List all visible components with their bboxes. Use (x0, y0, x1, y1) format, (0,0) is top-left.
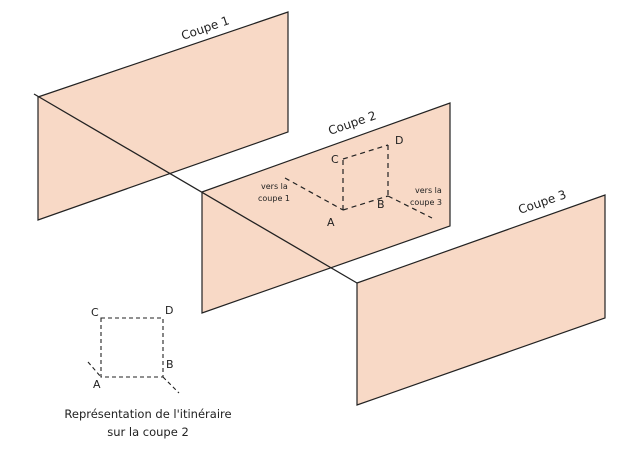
plane-coupe-1 (37, 11, 289, 221)
legend-point-d: D (165, 304, 173, 317)
axis-line (33, 93, 358, 284)
note-to-coupe-3-line1: vers la (415, 186, 442, 195)
plane-coupe-3 (356, 194, 606, 406)
point-c: C (331, 153, 339, 166)
legend-caption-line1: Représentation de l'itinéraire (64, 407, 231, 421)
point-d: D (395, 134, 403, 147)
point-a: A (327, 216, 335, 229)
legend-point-c: C (91, 306, 99, 319)
legend-point-a: A (93, 378, 101, 391)
note-to-coupe-1-line2: coupe 1 (258, 194, 290, 203)
note-to-coupe-3-line2: coupe 3 (410, 198, 442, 207)
point-b: B (377, 198, 385, 211)
itinerary-path (284, 144, 433, 219)
legend-point-b: B (166, 358, 174, 371)
note-to-coupe-1-line1: vers la (261, 182, 288, 191)
legend-path (87, 317, 180, 394)
legend-caption-line2: sur la coupe 2 (107, 425, 189, 439)
